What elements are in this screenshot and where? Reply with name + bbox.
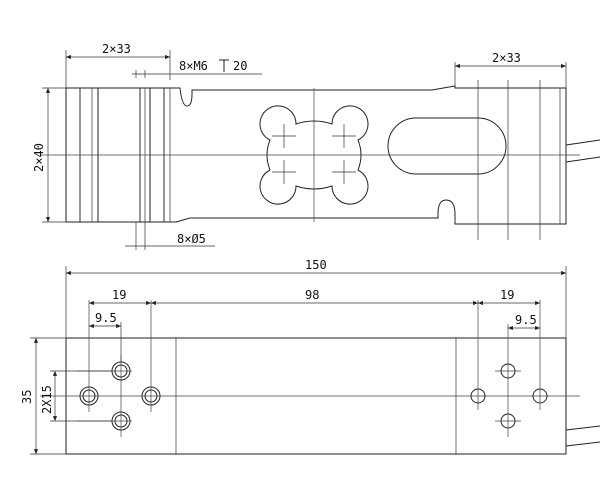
cable-icon [565, 425, 600, 447]
dim-left-group: 19 [112, 288, 126, 302]
left-hole-pattern [78, 300, 161, 437]
depth-symbol-icon [219, 59, 229, 72]
elongated-slot [387, 117, 507, 175]
dim-left-half: 9.5 [95, 311, 117, 325]
bottom-view: 150 19 98 19 9.5 9.5 35 2X15 [20, 258, 600, 455]
hole-spec-label: 8×Ø5 [177, 232, 206, 246]
dim-top-right-width: 2×33 [492, 51, 521, 65]
dim-right-group: 19 [500, 288, 514, 302]
dim-bottom-height: 35 [20, 390, 34, 404]
dim-top-left-width: 2×33 [102, 42, 131, 56]
center-bore [259, 105, 369, 205]
thread-spec-label: 8×M6 [179, 59, 208, 73]
top-view: 2×33 8×M6 20 2×40 8×Ø5 2×33 [32, 42, 600, 250]
dim-top-height: 2×40 [32, 143, 46, 172]
cable-icon [565, 139, 600, 163]
dim-center-span: 98 [305, 288, 319, 302]
dim-hole-spacing: 2X15 [40, 385, 54, 414]
dim-overall-length: 150 [305, 258, 327, 272]
dim-right-half: 9.5 [515, 313, 537, 327]
thread-depth-label: 20 [233, 59, 247, 73]
right-hole-pattern [470, 300, 548, 437]
load-cell-body-outline [65, 85, 567, 225]
